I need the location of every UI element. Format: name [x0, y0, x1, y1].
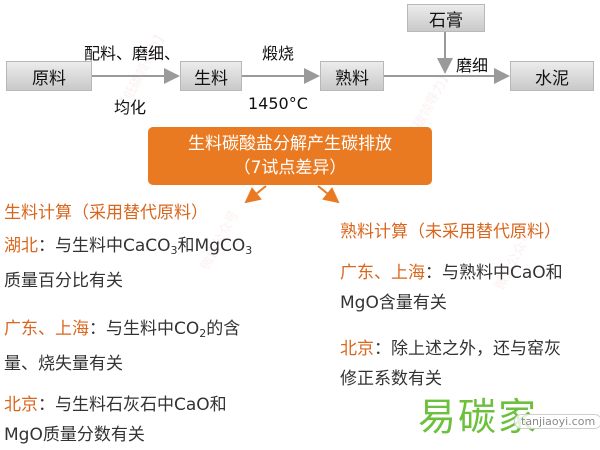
highlight-line2: （7试点差异）	[233, 158, 347, 178]
arrow-to-right-section	[317, 185, 340, 204]
left-guangdong-paragraph: 广东、上海：与生料中CO2的含 量、烧失量有关	[4, 319, 241, 374]
box-raw-meal: 生料	[180, 61, 242, 91]
step-mix-grind-label: 配料、磨细、	[84, 44, 181, 63]
left-hubei-paragraph: 湖北：与生料中CaCO3和MgCO3 质量百分比有关	[4, 236, 253, 291]
region-guangdong-shanghai: 广东、上海	[4, 319, 89, 339]
highlight-box: 生料碳酸盐分解产生碳排放 （7试点差异）	[148, 127, 432, 185]
region-beijing: 北京	[4, 395, 38, 415]
right-guangdong-paragraph: 广东、上海：与熟料中CaO和 MgO含量有关	[340, 263, 563, 313]
box-clinker: 熟料	[320, 61, 384, 91]
box-gypsum: 石膏	[407, 4, 485, 32]
arrow-to-left-section	[244, 185, 267, 204]
highlight-line1: 生料碳酸盐分解产生碳排放	[188, 134, 392, 154]
brand-url: tanjiaoyi.com	[514, 414, 600, 429]
region-hubei: 湖北	[4, 236, 38, 256]
right-beijing-paragraph: 北京：除上述之外，还与窑灰 修正系数有关	[340, 339, 561, 389]
step-grind-label: 磨细	[456, 56, 489, 75]
step-temperature-label: 1450°C	[248, 94, 308, 113]
left-beijing-paragraph: 北京：与生料石灰石中CaO和 MgO质量分数有关	[4, 395, 227, 445]
region-guangdong-shanghai: 广东、上海	[340, 263, 425, 283]
box-raw-material: 原料	[6, 61, 92, 91]
region-beijing: 北京	[340, 339, 374, 359]
box-cement: 水泥	[510, 61, 594, 91]
step-calcine-label: 煅烧	[262, 44, 295, 63]
right-section-title: 熟料计算（未采用替代原料）	[340, 222, 561, 242]
left-section-title: 生料计算（采用替代原料）	[4, 203, 208, 223]
step-homogenize-label: 均化	[114, 98, 147, 117]
